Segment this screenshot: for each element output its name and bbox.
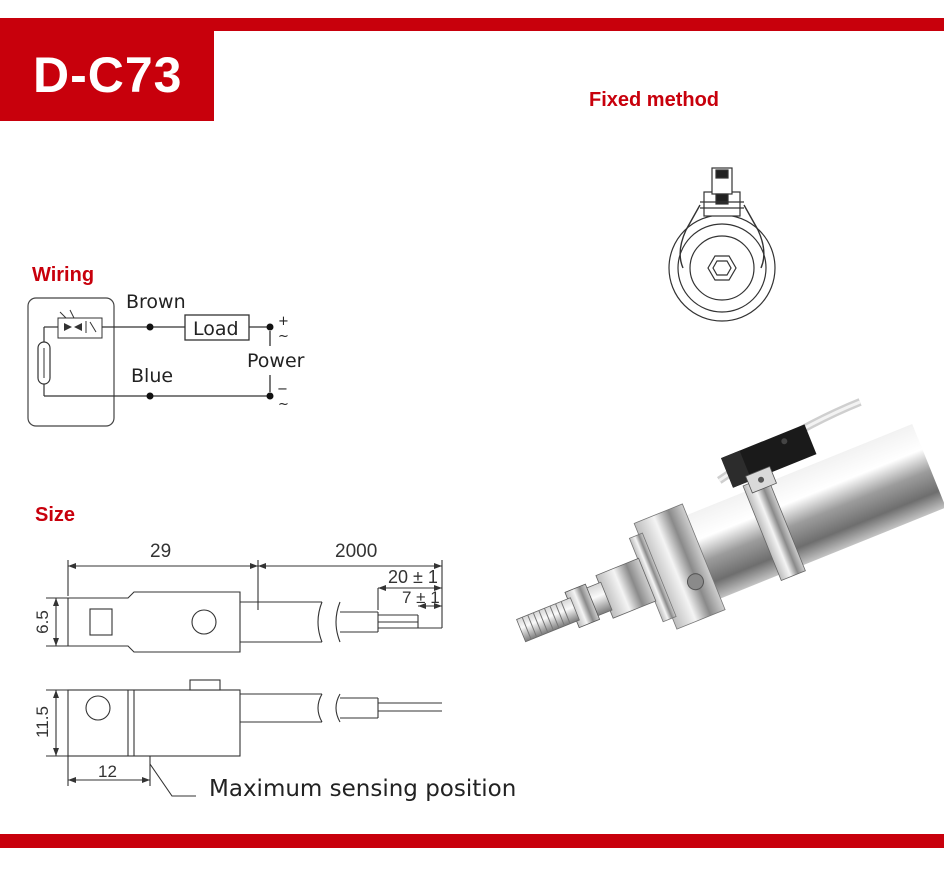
dim-2000: 2000 (335, 541, 377, 562)
brown-wire-label: Brown (126, 291, 186, 313)
bottom-red-bar (0, 834, 944, 848)
model-title-box (0, 31, 214, 121)
top-red-bar (0, 18, 944, 31)
dim-20: 20 ± 1 (388, 567, 438, 587)
cylinder-product-image (516, 398, 944, 643)
minus-sign: − (277, 382, 288, 397)
blue-wire-label: Blue (131, 365, 173, 387)
dim-29: 29 (150, 541, 171, 562)
max-sensing-position-label: Maximum sensing position (209, 776, 516, 802)
ac-sign-bottom: ~ (278, 397, 289, 412)
wiring-heading: Wiring (32, 264, 95, 286)
fixed-method-heading: Fixed method (589, 89, 720, 111)
wiring-diagram: Brown Load Power Blue + ~ − ~ (27, 291, 305, 427)
fixed-method-drawing (668, 167, 776, 322)
dim-12: 12 (98, 762, 117, 781)
dim-11-5: 11.5 (33, 706, 52, 738)
load-label: Load (193, 318, 239, 340)
plus-sign: + (278, 314, 289, 329)
size-drawing (46, 560, 443, 797)
ac-sign-top: ~ (278, 329, 289, 344)
dim-6-5: 6.5 (33, 610, 52, 634)
size-heading: Size (35, 504, 76, 526)
power-label: Power (247, 350, 305, 372)
model-title: D-C73 (33, 47, 183, 103)
dimension-arrows (53, 563, 442, 783)
dim-7: 7 ± 1 (402, 588, 440, 607)
